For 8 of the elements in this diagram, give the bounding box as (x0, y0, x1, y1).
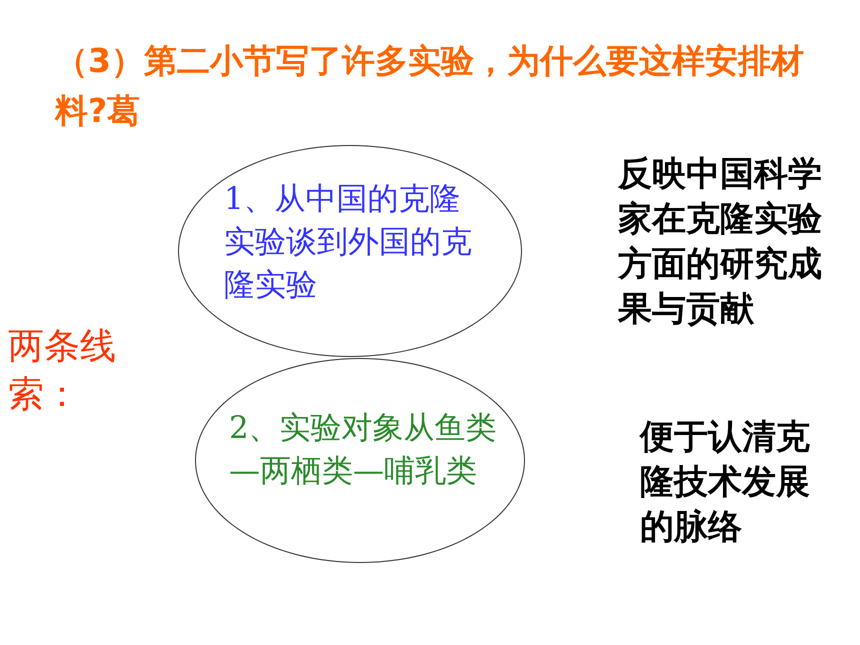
ellipse (178, 145, 522, 357)
title: （3）第二小节写了许多实验，为什么要这样安排材料?葛 (55, 40, 805, 132)
ellipse (195, 358, 525, 563)
ellipse-text: 1、从中国的克隆实验谈到外国的克隆实验 (224, 180, 473, 305)
note-text: 便于认清克隆技术发展的脉络 (640, 416, 811, 549)
ellipse-text: 2、实验对象从鱼类—两栖类—哺乳类 (229, 409, 498, 491)
note-text: 反映中国科学家在克隆实验方面的研究成果与贡献 (618, 153, 823, 331)
side-label: 两条线索： (8, 325, 117, 417)
